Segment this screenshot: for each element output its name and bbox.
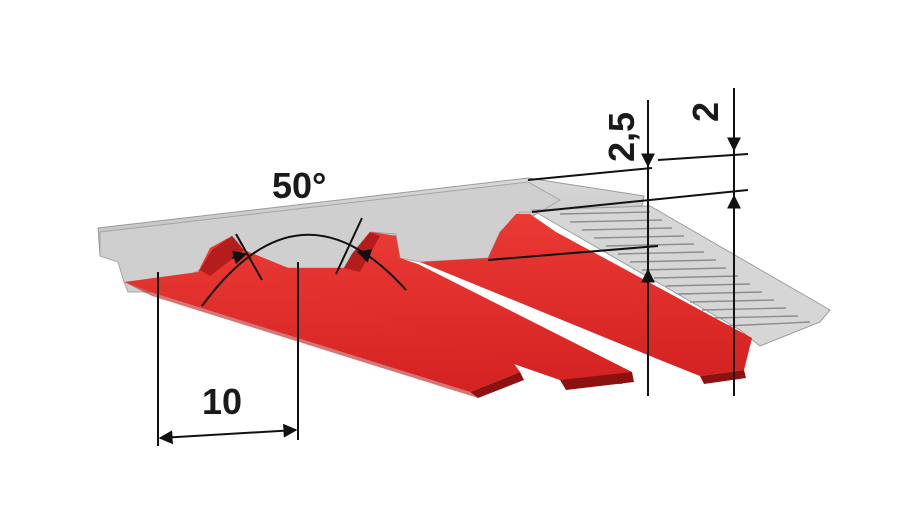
belt-teeth bbox=[124, 214, 752, 398]
pitch-dimension-line bbox=[158, 423, 298, 445]
pitch-label: 10 bbox=[202, 381, 242, 422]
angle-arc bbox=[201, 233, 407, 307]
tooth-height-label: 2 bbox=[685, 102, 726, 122]
angle-arrow-left bbox=[231, 250, 248, 265]
belt-end-stripes bbox=[530, 205, 831, 347]
angle-leg-right bbox=[335, 217, 363, 275]
height-total-extension-top bbox=[527, 167, 653, 181]
tooth-2-flank bbox=[200, 236, 244, 276]
angle-arrow-right bbox=[356, 249, 373, 263]
angle-label: 50° bbox=[272, 165, 326, 206]
height-back-extension-bottom bbox=[531, 189, 749, 213]
tooth-1 bbox=[124, 238, 524, 398]
dimension-lines bbox=[157, 88, 749, 446]
total-height-label: 2,5 bbox=[601, 112, 642, 162]
height-total-extension-bottom bbox=[487, 245, 659, 261]
